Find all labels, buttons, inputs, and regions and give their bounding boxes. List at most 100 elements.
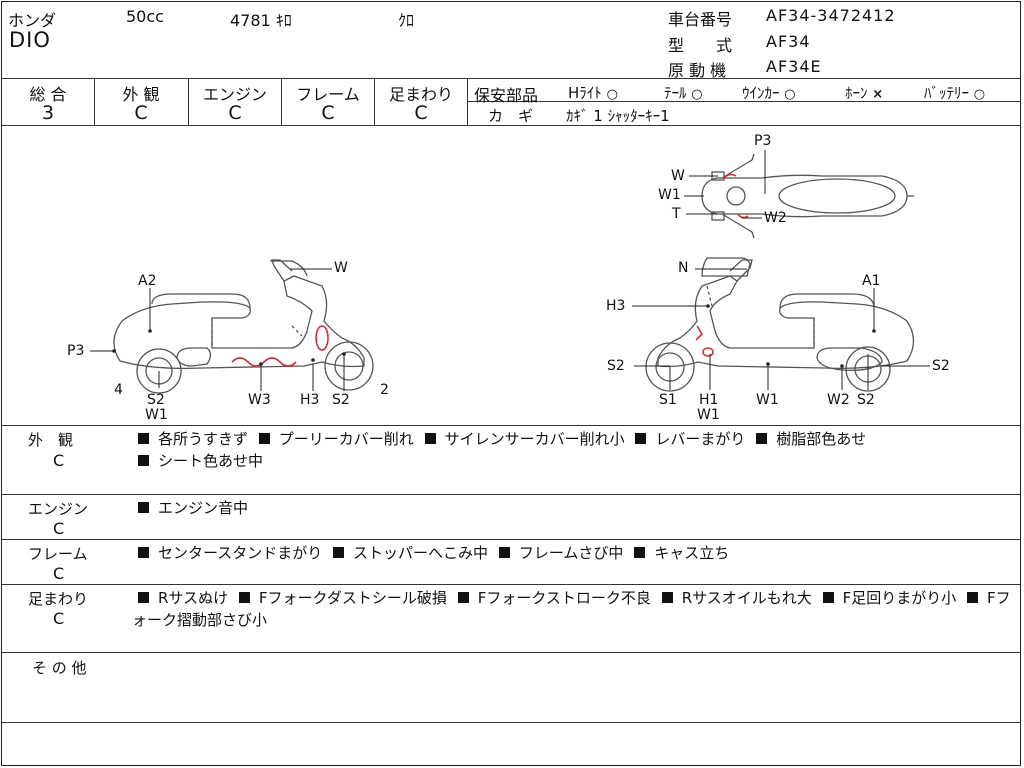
safety-tail: ﾃｰﾙ ○ bbox=[664, 82, 703, 103]
label-right-N: N bbox=[678, 260, 689, 276]
remark: 各所うすきず bbox=[158, 430, 249, 448]
grade-frame-label: フレーム bbox=[296, 85, 360, 104]
label-right-H3: H3 bbox=[606, 298, 626, 314]
scooter-diagram bbox=[90, 150, 930, 394]
left-scooter-outline bbox=[113, 259, 374, 394]
divider bbox=[2, 425, 1020, 426]
section-exterior-grade: C bbox=[53, 451, 65, 470]
label-top-W2: W2 bbox=[764, 210, 787, 226]
grade-exterior-label: 外 観 bbox=[122, 85, 160, 104]
bullet-icon bbox=[661, 592, 673, 603]
divider bbox=[281, 78, 282, 125]
model-name: DIO bbox=[9, 28, 51, 52]
safety-winker-label: ｳｲﾝｶｰ bbox=[742, 84, 780, 102]
remark: 樹脂部色あせ bbox=[776, 430, 867, 448]
safety-tail-mark: ○ bbox=[691, 87, 703, 102]
right-scooter-outline bbox=[645, 257, 915, 392]
safety-headlight: Hﾗｲﾄ ○ bbox=[568, 82, 618, 103]
divider bbox=[2, 584, 1020, 585]
frame-no: AF34-3472412 bbox=[766, 6, 896, 25]
label-right-W2: W2 bbox=[827, 392, 850, 408]
bullet-icon bbox=[457, 592, 469, 603]
grade-total-value: 3 bbox=[41, 102, 55, 124]
safety-winker-mark: ○ bbox=[784, 87, 796, 102]
label-left-2: 2 bbox=[380, 382, 389, 398]
divider bbox=[2, 722, 1020, 723]
engine-label: 原 動 機 bbox=[668, 61, 727, 80]
label-right-H1: H1 bbox=[699, 392, 719, 408]
remark: Fフォークストローク不良 bbox=[477, 589, 651, 607]
section-exterior-remarks: 各所うすきず プーリーカバー削れ サイレンサーカバー削れ小 レバーまがり 樹脂部… bbox=[132, 428, 1012, 472]
divider bbox=[2, 78, 1020, 79]
remark: Fフォークダストシール破損 bbox=[258, 589, 447, 607]
label-left-S2: S2 bbox=[147, 392, 165, 408]
bullet-icon bbox=[138, 455, 149, 466]
bullet-icon bbox=[258, 433, 270, 444]
divider bbox=[94, 78, 95, 125]
remark: Rサスぬけ bbox=[158, 589, 229, 607]
displacement: 50cc bbox=[126, 7, 164, 26]
grade-engine-value: C bbox=[228, 102, 242, 124]
grade-exterior-value: C bbox=[134, 102, 148, 124]
label-left-H3: H3 bbox=[300, 392, 320, 408]
safety-battery: ﾊﾞｯﾃﾘｰ ○ bbox=[924, 82, 985, 103]
model-code: AF34 bbox=[766, 32, 811, 51]
remark: エンジン音中 bbox=[158, 499, 249, 517]
remark: シート色あせ中 bbox=[158, 452, 264, 470]
grade-engine-label: エンジン bbox=[202, 85, 267, 104]
remark: レバーまがり bbox=[655, 430, 746, 448]
color: ｸﾛ bbox=[398, 11, 415, 30]
label-top-P3: P3 bbox=[754, 133, 772, 149]
safety-horn-mark: × bbox=[872, 87, 884, 102]
section-engine-remarks: エンジン音中 bbox=[132, 497, 1012, 519]
divider bbox=[467, 101, 1020, 102]
grade-frame-value: C bbox=[321, 102, 335, 124]
label-right-S1: S1 bbox=[659, 392, 677, 408]
label-right-W1: W1 bbox=[697, 407, 720, 423]
safety-battery-label: ﾊﾞｯﾃﾘｰ bbox=[924, 84, 970, 102]
remark: Fフォーク摺動部さび小 bbox=[132, 589, 1011, 629]
safety-battery-mark: ○ bbox=[973, 87, 986, 102]
section-other-title: そ の 他 bbox=[32, 659, 87, 677]
grade-suspension-value: C bbox=[414, 102, 428, 124]
engine-no: AF34E bbox=[766, 57, 822, 76]
divider bbox=[2, 125, 1020, 126]
label-left-P3: P3 bbox=[67, 343, 85, 359]
remark: フレームさび中 bbox=[518, 544, 624, 562]
section-suspension-remarks: Rサスぬけ Fフォークダストシール破損 Fフォークストローク不良 Rサスオイルも… bbox=[132, 587, 1012, 631]
bullet-icon bbox=[138, 547, 149, 558]
remark: ストッパーへこみ中 bbox=[353, 544, 489, 562]
section-suspension-title: 足まわり bbox=[28, 590, 89, 608]
divider bbox=[188, 78, 189, 125]
bullet-icon bbox=[138, 502, 149, 513]
safety-headlight-mark: ○ bbox=[606, 87, 618, 102]
bullet-icon bbox=[138, 592, 149, 603]
label-top-T: T bbox=[672, 206, 681, 222]
safety-headlight-label: Hﾗｲﾄ bbox=[568, 84, 602, 102]
label-right-S2: S2 bbox=[607, 358, 625, 374]
label-left-W: W bbox=[334, 260, 348, 276]
label-top-W: W bbox=[671, 168, 685, 184]
frame-no-label: 車台番号 bbox=[668, 10, 733, 29]
divider bbox=[2, 494, 1020, 495]
keys-label: カ ギ bbox=[488, 107, 534, 125]
safety-winker: ｳｲﾝｶｰ ○ bbox=[742, 82, 796, 103]
grade-suspension-label: 足まわり bbox=[388, 85, 453, 104]
label-left-4: 4 bbox=[114, 382, 123, 398]
bullet-icon bbox=[333, 547, 345, 558]
section-frame-grade: C bbox=[53, 564, 65, 583]
remark: サイレンサーカバー削れ小 bbox=[444, 430, 625, 448]
maker: ホンダ bbox=[8, 11, 57, 30]
safety-horn-label: ﾎｰﾝ bbox=[845, 84, 868, 102]
top-scooter-outline bbox=[701, 153, 914, 239]
bullet-icon bbox=[138, 433, 149, 444]
keys-value: ｶｷﾞ 1 ｼｬｯﾀｰｷｰ1 bbox=[566, 107, 670, 125]
remark: Rサスオイルもれ大 bbox=[681, 589, 812, 607]
bullet-icon bbox=[498, 547, 510, 558]
label-left-W1: W1 bbox=[145, 407, 168, 423]
section-exterior-title: 外 観 bbox=[28, 431, 74, 449]
label-right-S2c: S2 bbox=[932, 358, 950, 374]
remark: プーリーカバー削れ bbox=[278, 430, 414, 448]
remark: F足回りまがり小 bbox=[842, 589, 957, 607]
